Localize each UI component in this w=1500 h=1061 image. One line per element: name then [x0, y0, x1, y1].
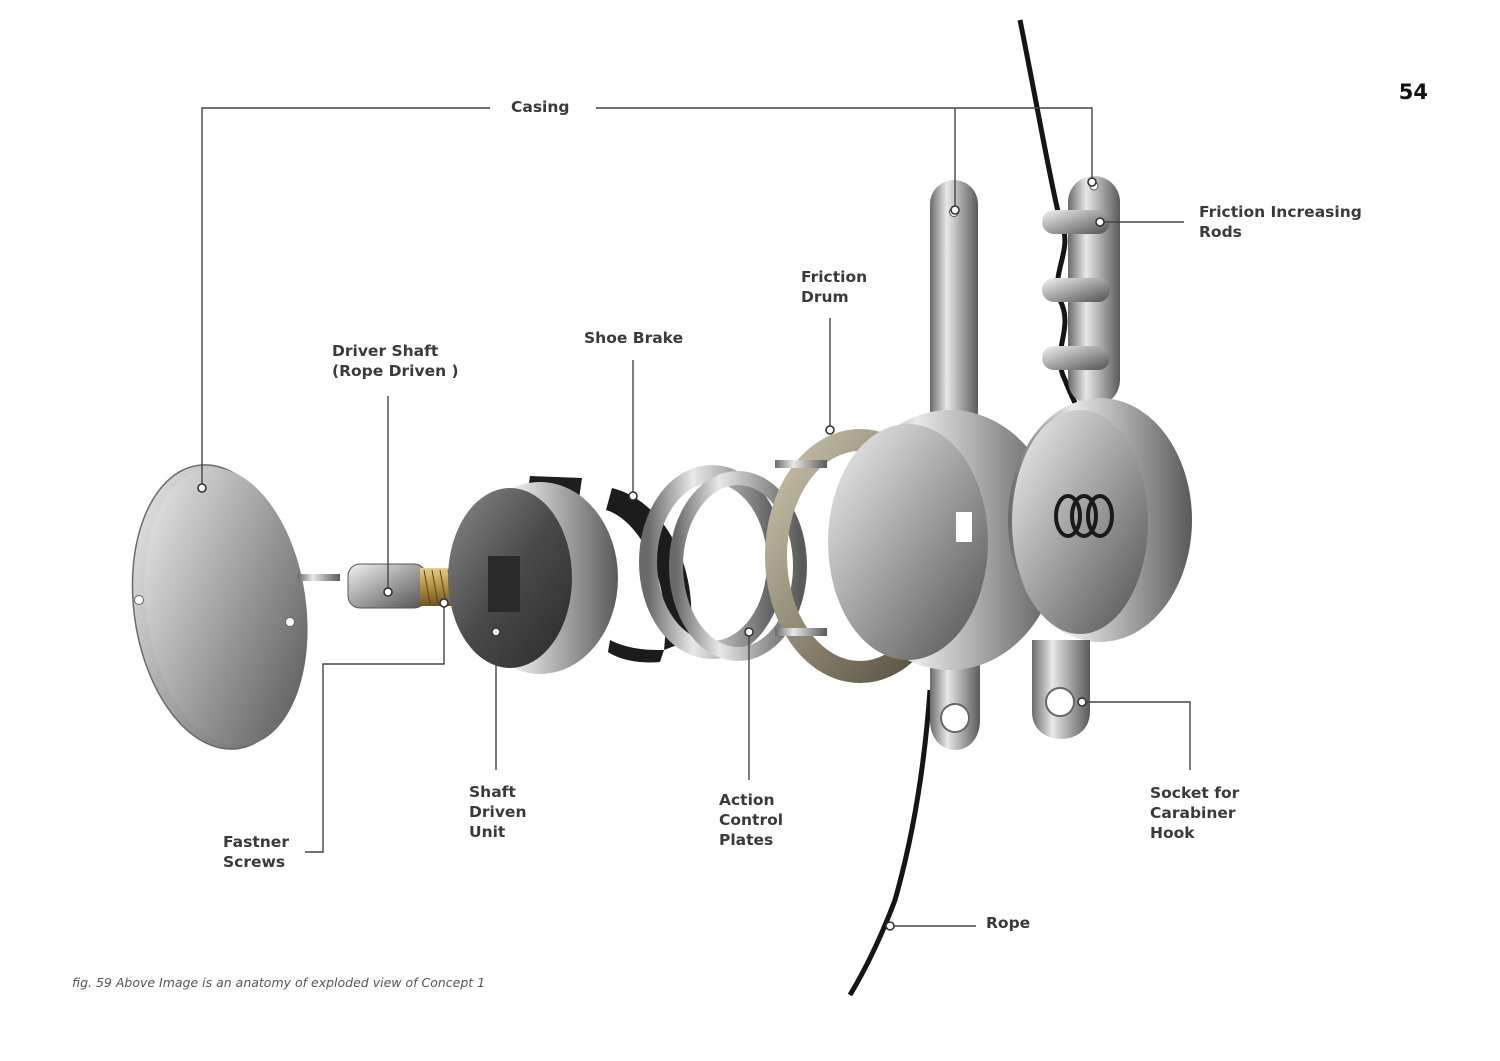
shoe-brake: [606, 488, 692, 663]
label-casing: Casing: [511, 98, 570, 116]
label-friction-rods: Friction Increasing Rods: [1199, 203, 1362, 241]
label-socket: Socket for Carabiner Hook: [1150, 784, 1240, 842]
label-driver-shaft: Driver Shaft (Rope Driven ): [332, 342, 459, 380]
leader-dots: [197, 177, 1105, 931]
fastner-screw-left: [298, 574, 340, 581]
label-action-plates: Action Control Plates: [719, 791, 784, 849]
label-fastner-screws: Fastner Screws: [223, 833, 289, 871]
leader-lines: [201, 107, 1191, 927]
friction-increasing-rods: [1042, 210, 1110, 370]
rope-lower: [847, 689, 933, 997]
shaft-driven-unit: [448, 476, 618, 674]
label-friction-drum: Friction Drum: [801, 268, 868, 306]
label-rope: Rope: [986, 914, 1031, 932]
main-casing: [828, 180, 1060, 750]
spring-coil: [1054, 494, 1114, 538]
rear-casing: [1008, 176, 1192, 739]
label-shoe-brake: Shoe Brake: [584, 329, 684, 347]
figure-caption: fig. 59 Above Image is an anatomy of exp…: [72, 975, 486, 990]
label-shaft-driven-unit: Shaft Driven Unit: [469, 783, 527, 841]
cover-plate: [131, 464, 308, 750]
page-number: 54: [1398, 80, 1428, 104]
